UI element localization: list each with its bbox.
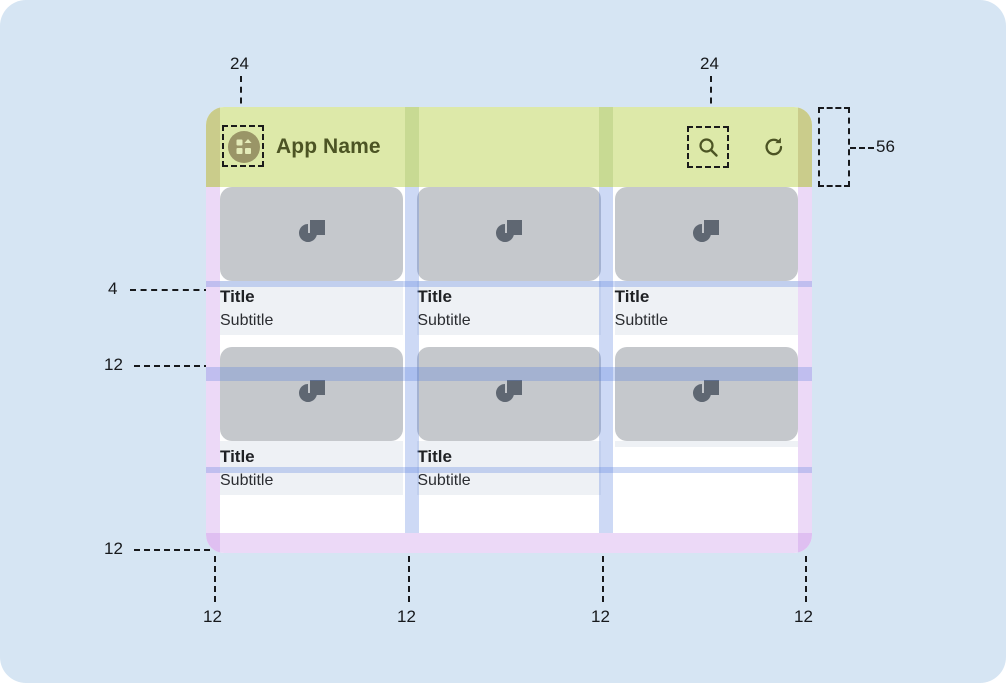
app-bar-title: App Name: [276, 135, 381, 158]
card-thumbnail: [614, 347, 798, 441]
card-text-block: Title Subtitle: [417, 441, 601, 495]
card-text-block: Title Subtitle: [220, 281, 404, 335]
annotation-label-gutter-1: 12: [397, 607, 416, 626]
card-thumbnail: [417, 347, 601, 441]
refresh-icon-button[interactable]: [760, 133, 788, 161]
row-spacer: [206, 335, 812, 347]
annotation-leader-image-title-gap: [130, 289, 210, 291]
annotation-leader-appbar-height: [850, 147, 874, 149]
apps-grid-icon-button[interactable]: [222, 125, 264, 167]
search-icon-measure-box: [687, 126, 729, 168]
annotation-label-row-gap: 12: [104, 355, 123, 374]
card-title: Title: [417, 447, 452, 466]
app-bar-leading: App Name: [222, 125, 381, 167]
card-subtitle: Subtitle: [220, 472, 274, 489]
device-frame: App Name: [206, 107, 812, 553]
annotation-label-gutter-2: 12: [591, 607, 610, 626]
image-placeholder-icon: [693, 380, 720, 402]
grid-card[interactable]: Title Subtitle: [614, 187, 798, 335]
annotation-label-image-title-gap: 4: [108, 279, 118, 298]
app-bar: App Name: [206, 107, 812, 187]
annotation-label-right-margin: 12: [794, 607, 813, 626]
image-placeholder-icon: [298, 220, 325, 242]
card-subtitle: Subtitle: [614, 312, 669, 329]
card-subtitle: Subtitle: [220, 312, 274, 329]
search-icon: [699, 138, 718, 157]
annotation-leader-gutter-1: [408, 556, 410, 602]
card-subtitle: Subtitle: [417, 472, 471, 489]
annotation-label-left-margin: 12: [203, 607, 222, 626]
annotation-leader-right-margin: [805, 556, 807, 602]
image-placeholder-icon: [298, 380, 325, 402]
search-icon-button[interactable]: [687, 126, 729, 168]
card-text-block: Title Subtitle: [220, 441, 404, 495]
app-bar-actions: [687, 126, 788, 168]
grid-card[interactable]: Title Subtitle: [417, 187, 601, 335]
apps-grid-icon: [228, 131, 260, 163]
image-placeholder-icon: [693, 220, 720, 242]
annotation-label-appbar-icon-left: 24: [230, 54, 249, 73]
annotation-label-bottom-margin: 12: [104, 539, 123, 558]
card-grid: Title Subtitle Title Subtitle: [206, 187, 812, 553]
card-subtitle: Subtitle: [417, 312, 471, 329]
grid-card[interactable]: Title Subtitle: [220, 347, 404, 495]
annotation-leader-appbar-icon-left: [240, 76, 242, 125]
card-text-block: Title Subtitle: [614, 281, 798, 335]
image-placeholder-icon: [495, 220, 522, 242]
grid-card[interactable]: Title Subtitle: [220, 187, 404, 335]
annotation-leader-row-gap: [134, 365, 210, 367]
annotation-leader-gutter-2: [602, 556, 604, 602]
grid-card[interactable]: Title Subtitle: [417, 347, 601, 495]
card-row: Title Subtitle Title Subtitle: [206, 347, 812, 495]
card-text-block: Title Subtitle: [417, 281, 601, 335]
annotation-leader-left-margin: [214, 556, 216, 602]
annotation-leader-bottom-margin: [134, 549, 210, 551]
card-thumbnail: [220, 187, 404, 281]
grid-card[interactable]: [614, 347, 798, 495]
card-title: Title: [417, 287, 452, 306]
image-placeholder-icon: [495, 380, 522, 402]
annotation-label-appbar-icon-right: 24: [700, 54, 719, 73]
card-thumbnail: [614, 187, 798, 281]
refresh-icon: [765, 137, 783, 156]
annotation-leader-appbar-icon-right: [710, 76, 712, 125]
card-subtitle: [615, 445, 798, 447]
card-thumbnail: [417, 187, 601, 281]
card-text-block: [614, 441, 798, 447]
appbar-height-measure-box: [818, 107, 850, 187]
card-row: Title Subtitle Title Subtitle: [206, 187, 812, 335]
card-thumbnail: [220, 347, 404, 441]
annotation-label-appbar-height: 56: [876, 137, 895, 156]
card-title: Title: [220, 287, 255, 306]
card-title: Title: [614, 287, 650, 306]
card-title: Title: [220, 447, 255, 466]
